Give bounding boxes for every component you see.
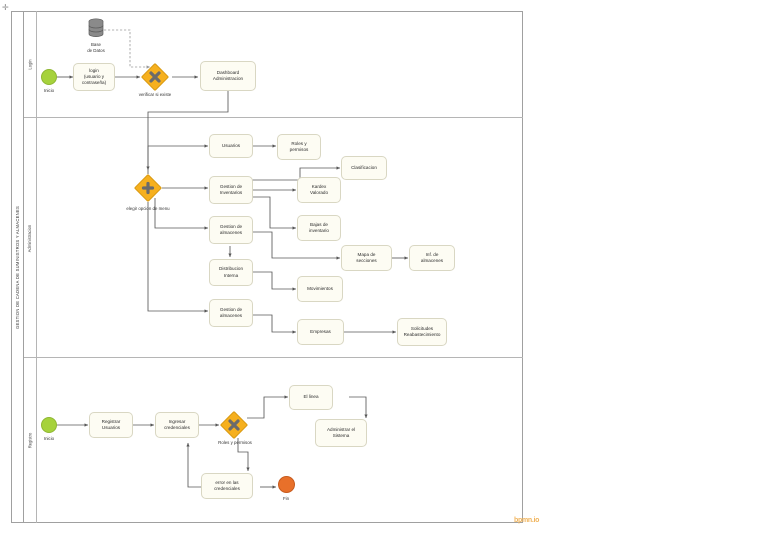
- task-inf-alm-line1: Inf. de: [425, 251, 439, 257]
- task-administrar-line2: Sistema: [332, 433, 350, 438]
- task-kardex-line1: Kardex: [311, 183, 327, 189]
- end-event-registro[interactable]: [278, 476, 295, 493]
- task-inf-de-almacenes[interactable]: Inf. de almacenes: [409, 245, 455, 271]
- datastore-base-de-datos[interactable]: [86, 18, 106, 38]
- task-error-line1: error en las: [215, 479, 239, 485]
- start-event-login[interactable]: [41, 69, 57, 85]
- task-gestion-alm-2-line2: almacenes: [219, 313, 243, 318]
- bpmn-logo: bpmn.io: [514, 517, 540, 524]
- gateway-elegir-opcion-label: elegir opcion de menu: [126, 206, 170, 211]
- task-login-line1: login: [89, 67, 99, 73]
- gateway-verificar-si-existe[interactable]: [140, 62, 170, 92]
- task-gestion-de-almacenes-1[interactable]: Gestion de almacenes: [209, 216, 253, 244]
- task-ingresar-line1: Ingresar: [168, 418, 186, 424]
- task-registrar-line2: Usuarios: [101, 425, 121, 430]
- task-mapa-de-secciones[interactable]: Mapa de secciones: [341, 245, 392, 271]
- task-gestion-de-inventarios[interactable]: Gestion de Inventarios: [209, 176, 253, 204]
- task-movimientos-line1: Movimientos: [307, 285, 333, 291]
- end-event-registro-label: Fin: [282, 496, 290, 501]
- gateway-elegir-opcion-de-menu[interactable]: [133, 173, 163, 203]
- task-usuarios-line1: Usuarios: [221, 142, 241, 148]
- move-handle-icon[interactable]: ✛: [2, 3, 9, 12]
- datastore-label-line2: de Datos: [87, 48, 105, 53]
- task-clasificacion[interactable]: Clasificacion: [341, 156, 387, 180]
- task-error-en-las-credenciales[interactable]: error en las credenciales: [201, 473, 253, 499]
- task-gestion-inv-line2: Inventarios: [219, 190, 243, 195]
- task-movimientos[interactable]: Movimientos: [297, 276, 343, 302]
- task-dashboard-administracion[interactable]: Dashboard Administracion: [200, 61, 256, 91]
- task-solicitudes-reabastecimiento[interactable]: Solicitudes Reabastecimiento: [397, 318, 447, 346]
- task-empresas-line1: Empresas: [310, 328, 331, 334]
- lane-administracion: [24, 118, 523, 358]
- task-gestion-alm-1-line2: almacenes: [219, 230, 243, 235]
- task-roles-line2: permisos: [289, 147, 309, 152]
- task-registrar-line1: Registrar: [101, 418, 121, 424]
- task-dashboard-line2: Administracion: [212, 76, 244, 81]
- database-icon: [88, 18, 104, 37]
- task-gestion-inv-line1: Gestion de: [219, 183, 243, 189]
- task-bajas-line1: Bajas de: [310, 221, 328, 227]
- task-mapa-line2: secciones: [356, 258, 377, 263]
- task-bajas-de-inventario[interactable]: Bajas de inventario: [297, 215, 341, 241]
- task-distribucion-interna[interactable]: Distribucion Interna: [209, 259, 253, 286]
- task-ingresar-line2: credenciales: [164, 425, 190, 430]
- task-kardex-valorado[interactable]: Kardex Valorado: [297, 177, 341, 203]
- task-login-line3: contraseña): [81, 80, 107, 86]
- start-event-login-label: Inicio: [43, 88, 55, 93]
- task-gestion-alm-1-line1: Gestion de: [219, 223, 243, 229]
- datastore-label-line1: Base: [90, 42, 101, 47]
- task-roles-line1: Roles y: [291, 140, 307, 146]
- start-event-registro-label: Inicio: [43, 436, 55, 441]
- task-en-linea[interactable]: El linea: [289, 385, 333, 410]
- task-login[interactable]: login (usuario y contraseña): [73, 63, 115, 91]
- task-administrar-el-sistema[interactable]: Administrar el Sistema: [315, 419, 367, 447]
- start-event-registro[interactable]: [41, 417, 57, 433]
- task-empresas[interactable]: Empresas: [297, 319, 344, 345]
- gateway-roles-y-permisos-label: Roles y permisos: [218, 440, 252, 445]
- task-login-line2: (usuario y: [83, 73, 105, 79]
- gateway-verificar-label: verificar si existe: [138, 92, 172, 97]
- task-registrar-usuarios[interactable]: Registrar Usuarios: [89, 412, 133, 438]
- lane-title-login: Login: [24, 11, 37, 118]
- task-usuarios[interactable]: Usuarios: [209, 134, 253, 158]
- task-gestion-de-almacenes-2[interactable]: Gestion de almacenes: [209, 299, 253, 327]
- lane-title-administracion: Administracion: [24, 118, 37, 358]
- task-gestion-alm-2-line1: Gestion de: [219, 306, 243, 312]
- task-error-line2: credenciales: [214, 486, 240, 491]
- task-kardex-line2: Valorado: [309, 190, 329, 195]
- task-bajas-line2: inventario: [309, 228, 329, 233]
- lane-title-registro: Registro: [24, 358, 37, 523]
- task-en-linea-line1: El linea: [303, 394, 319, 400]
- gateway-roles-y-permisos[interactable]: [219, 410, 249, 440]
- task-ingresar-credenciales[interactable]: Ingresar credenciales: [155, 412, 199, 438]
- task-inf-alm-line2: almacenes: [420, 258, 444, 263]
- task-dashboard-line1: Dashboard: [216, 69, 240, 75]
- task-roles-y-permisos[interactable]: Roles y permisos: [277, 134, 321, 160]
- lane-login: [24, 11, 523, 118]
- task-solicitudes-line2: Reabastecimiento: [403, 332, 441, 337]
- task-clasificacion-line1: Clasificacion: [351, 164, 377, 170]
- task-distribucion-line2: Interna: [223, 272, 239, 278]
- task-solicitudes-line1: Solicitudes: [410, 325, 434, 331]
- task-mapa-line1: Mapa de: [357, 251, 376, 257]
- pool-title: GESTION DE CADENA DE SUMINISTROS Y ALMAC…: [11, 11, 24, 523]
- task-distribucion-line1: Distribucion: [219, 266, 243, 272]
- task-administrar-line1: Administrar el: [326, 426, 356, 432]
